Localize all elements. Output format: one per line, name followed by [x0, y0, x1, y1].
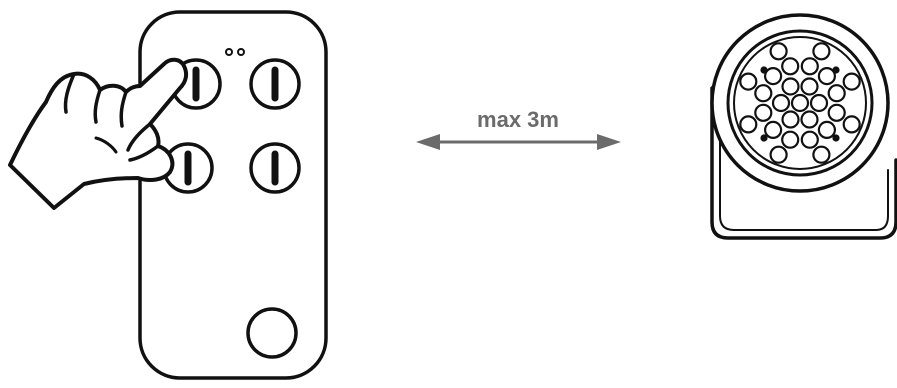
spotlight-lens-ring	[726, 29, 874, 177]
remote-button-round[interactable]	[246, 307, 298, 359]
led-indicator-right	[237, 48, 245, 56]
led-indicator-left	[225, 48, 233, 56]
led-bulb	[781, 77, 800, 96]
led-bulb	[842, 115, 861, 134]
sensor-dot	[832, 66, 840, 74]
led-bulb	[800, 130, 819, 149]
remote-button-4[interactable]	[249, 142, 301, 194]
led-array	[739, 42, 861, 164]
led-spotlight-icon	[710, 13, 897, 240]
led-bulb	[817, 120, 837, 139]
arrowhead-right-icon	[597, 134, 621, 150]
led-bulb	[771, 93, 791, 113]
distance-indicator: max 3m	[416, 107, 621, 150]
led-bulb	[769, 145, 788, 164]
led-bulb	[800, 77, 819, 96]
distance-label: max 3m	[477, 107, 559, 132]
led-bulb	[800, 110, 819, 129]
led-bulb	[790, 93, 810, 113]
spotlight-bracket	[710, 86, 897, 240]
led-bulb	[763, 66, 783, 86]
led-bulb	[781, 130, 800, 149]
led-bulb	[842, 72, 861, 91]
led-bulb	[763, 120, 783, 139]
pointing-hand-icon	[8, 57, 189, 210]
sensor-dot	[760, 134, 768, 142]
led-bulb	[769, 42, 788, 61]
led-bulb	[800, 57, 819, 76]
led-bulb	[812, 145, 831, 164]
led-bulb	[754, 84, 773, 103]
led-bulb	[781, 110, 800, 129]
led-bulb	[827, 103, 846, 122]
led-bulb	[812, 42, 831, 61]
led-bulb	[817, 66, 837, 86]
remote-control	[138, 10, 328, 380]
led-bulb	[754, 103, 773, 122]
arrowhead-left-icon	[416, 134, 440, 150]
led-bulb	[781, 57, 800, 76]
remote-button-2[interactable]	[249, 58, 301, 110]
sensor-dot	[760, 66, 768, 74]
led-bulb	[739, 72, 758, 91]
led-bulb	[809, 93, 829, 113]
sensor-dot	[832, 134, 840, 142]
led-bulb	[739, 115, 758, 134]
led-bulb	[827, 84, 846, 103]
